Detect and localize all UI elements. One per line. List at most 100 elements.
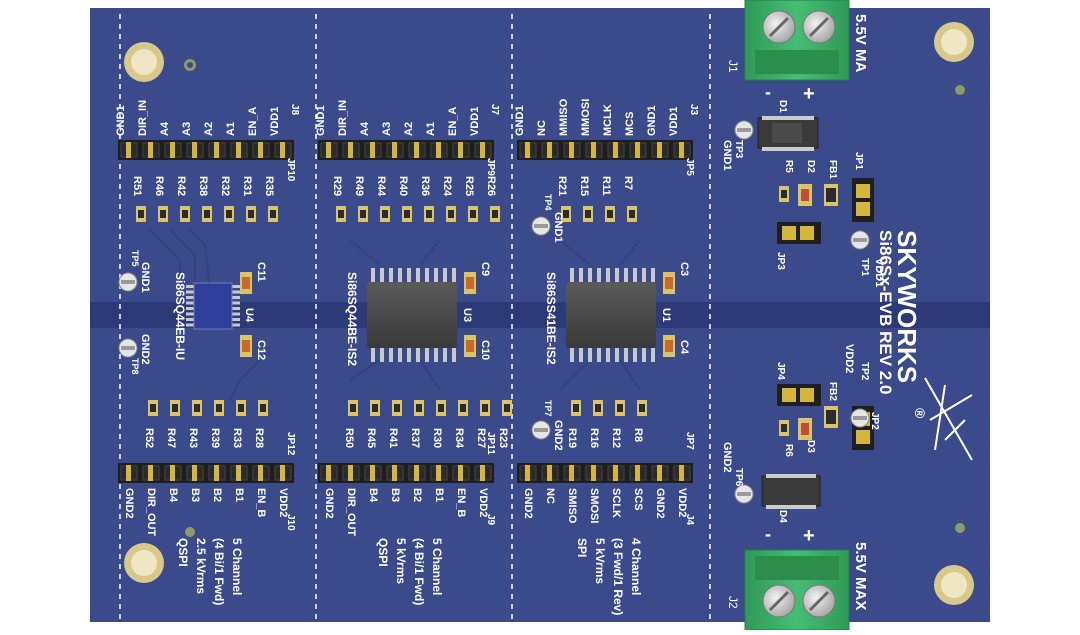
pin-label-mmosi: MMOSI xyxy=(580,99,592,136)
jumper-jp3[interactable] xyxy=(777,222,821,244)
label-c11: C11 xyxy=(255,262,267,282)
header-j10[interactable] xyxy=(118,463,294,483)
ic-pin xyxy=(232,290,240,294)
label-tp5: TP5 xyxy=(130,250,140,267)
resistor-r37 xyxy=(414,400,424,416)
ic-pin xyxy=(597,268,601,282)
resistor-r15 xyxy=(583,206,593,222)
label-r41: R41 xyxy=(387,428,399,448)
pin-label-a1: A1 xyxy=(425,122,437,136)
registered-mark: ® xyxy=(912,408,928,419)
pin-label-mcs: MCS xyxy=(624,112,636,136)
pin-label-vdd1: VDD1 xyxy=(668,107,680,136)
resistor-r35 xyxy=(268,206,278,222)
ic-pin xyxy=(416,268,420,282)
resistor-r52 xyxy=(148,400,158,416)
pin-label-sclk: SCLK xyxy=(610,488,622,518)
ic-pin xyxy=(606,348,610,362)
pin-label-b3: B3 xyxy=(189,488,201,502)
resistor-r29 xyxy=(336,206,346,222)
label-r19: R19 xyxy=(566,428,578,448)
label-tp3-net: GND1 xyxy=(721,140,733,171)
ic-pin xyxy=(186,290,194,294)
testpoint-tp4[interactable] xyxy=(531,216,551,236)
label-r29: R29 xyxy=(331,176,343,196)
testpoint-tp6[interactable] xyxy=(734,484,754,504)
label-r44: R44 xyxy=(375,176,387,197)
part-number-u3: Si86SQ44BE-IS2 xyxy=(345,272,359,366)
terminal-block-bottom[interactable] xyxy=(744,549,850,631)
pin-label-dir_out: DIR_OUT xyxy=(145,488,157,537)
jumper-jp4[interactable] xyxy=(777,384,821,406)
label-tp6-net: GND2 xyxy=(721,442,733,473)
ic-pin xyxy=(232,323,240,327)
desc-line-2: (4 Bi/1 Fwd) xyxy=(212,538,226,605)
ic-pin xyxy=(371,348,375,362)
header-j9[interactable] xyxy=(318,463,494,483)
testpoint-tp8[interactable] xyxy=(118,338,138,358)
diode-d4 xyxy=(761,474,821,509)
testpoint-tp3[interactable] xyxy=(734,120,754,140)
jumper-jp1[interactable] xyxy=(852,178,874,222)
capacitor-c12 xyxy=(240,335,252,357)
ic-u4 xyxy=(193,282,233,330)
label-j10: J10 xyxy=(285,514,296,531)
terminal-block-top[interactable] xyxy=(744,0,850,81)
header-j3[interactable] xyxy=(517,140,693,160)
mounting-holes xyxy=(124,22,974,605)
pin-label-vdd1: VDD1 xyxy=(469,107,481,136)
ic-pin xyxy=(579,348,583,362)
pin-label-a4: A4 xyxy=(159,121,171,136)
label-r7: R7 xyxy=(622,176,634,190)
resistor-r46 xyxy=(158,206,168,222)
testpoint-tp1[interactable] xyxy=(850,230,870,250)
power-top-minus: - xyxy=(765,82,771,102)
pin-label-dir_in: DIR_IN xyxy=(137,100,149,136)
label-r31: R31 xyxy=(241,176,253,196)
label-r12: R12 xyxy=(610,428,622,448)
ic-pin xyxy=(232,318,240,321)
label-jp3: JP3 xyxy=(775,252,786,270)
power-bottom-minus: - xyxy=(765,524,771,544)
ic-pin xyxy=(232,307,240,310)
pin-label-b1: B1 xyxy=(433,488,445,502)
label-tp1: TP1 xyxy=(859,258,870,277)
ic-pin xyxy=(232,285,240,288)
resistor-r40 xyxy=(402,206,412,222)
label-r37: R37 xyxy=(409,428,421,448)
label-r40: R40 xyxy=(397,176,409,196)
label-r47: R47 xyxy=(165,428,177,448)
ic-pin xyxy=(186,323,194,327)
ic-pin xyxy=(633,268,637,282)
resistor-r26 xyxy=(490,206,500,222)
testpoint-tp7[interactable] xyxy=(531,420,551,440)
label-j9: J9 xyxy=(485,514,496,526)
label-r32: R32 xyxy=(219,176,231,196)
pin-label-gnd2: GND2 xyxy=(522,488,534,519)
ic-pin xyxy=(588,268,592,282)
label-tp8-net: GND2 xyxy=(139,334,151,365)
ic-pin xyxy=(642,348,646,362)
testpoint-tp5[interactable] xyxy=(118,272,138,292)
header-j8[interactable] xyxy=(118,140,294,160)
label-u4: U4 xyxy=(243,308,255,323)
label-r49: R49 xyxy=(353,176,365,196)
pin-label-nc: NC xyxy=(544,488,556,504)
pin-label-gnd2: GND2 xyxy=(654,488,666,519)
ic-pin xyxy=(416,348,420,362)
label-jp10: JP10 xyxy=(285,158,296,182)
header-j4[interactable] xyxy=(517,463,693,483)
label-jp12: JP12 xyxy=(285,432,296,456)
ic-pin xyxy=(570,268,574,282)
testpoint-tp2[interactable] xyxy=(850,408,870,428)
header-j7[interactable] xyxy=(318,140,494,160)
ic-pin xyxy=(425,268,429,282)
pin-label-vdd2: VDD2 xyxy=(477,488,489,517)
led-d2 xyxy=(798,184,812,206)
resistor-r32 xyxy=(224,206,234,222)
ic-pin xyxy=(407,268,411,282)
desc-line-3: 5 kVrms xyxy=(394,538,408,584)
power-bottom-label: 5.5V MAX xyxy=(852,542,869,610)
